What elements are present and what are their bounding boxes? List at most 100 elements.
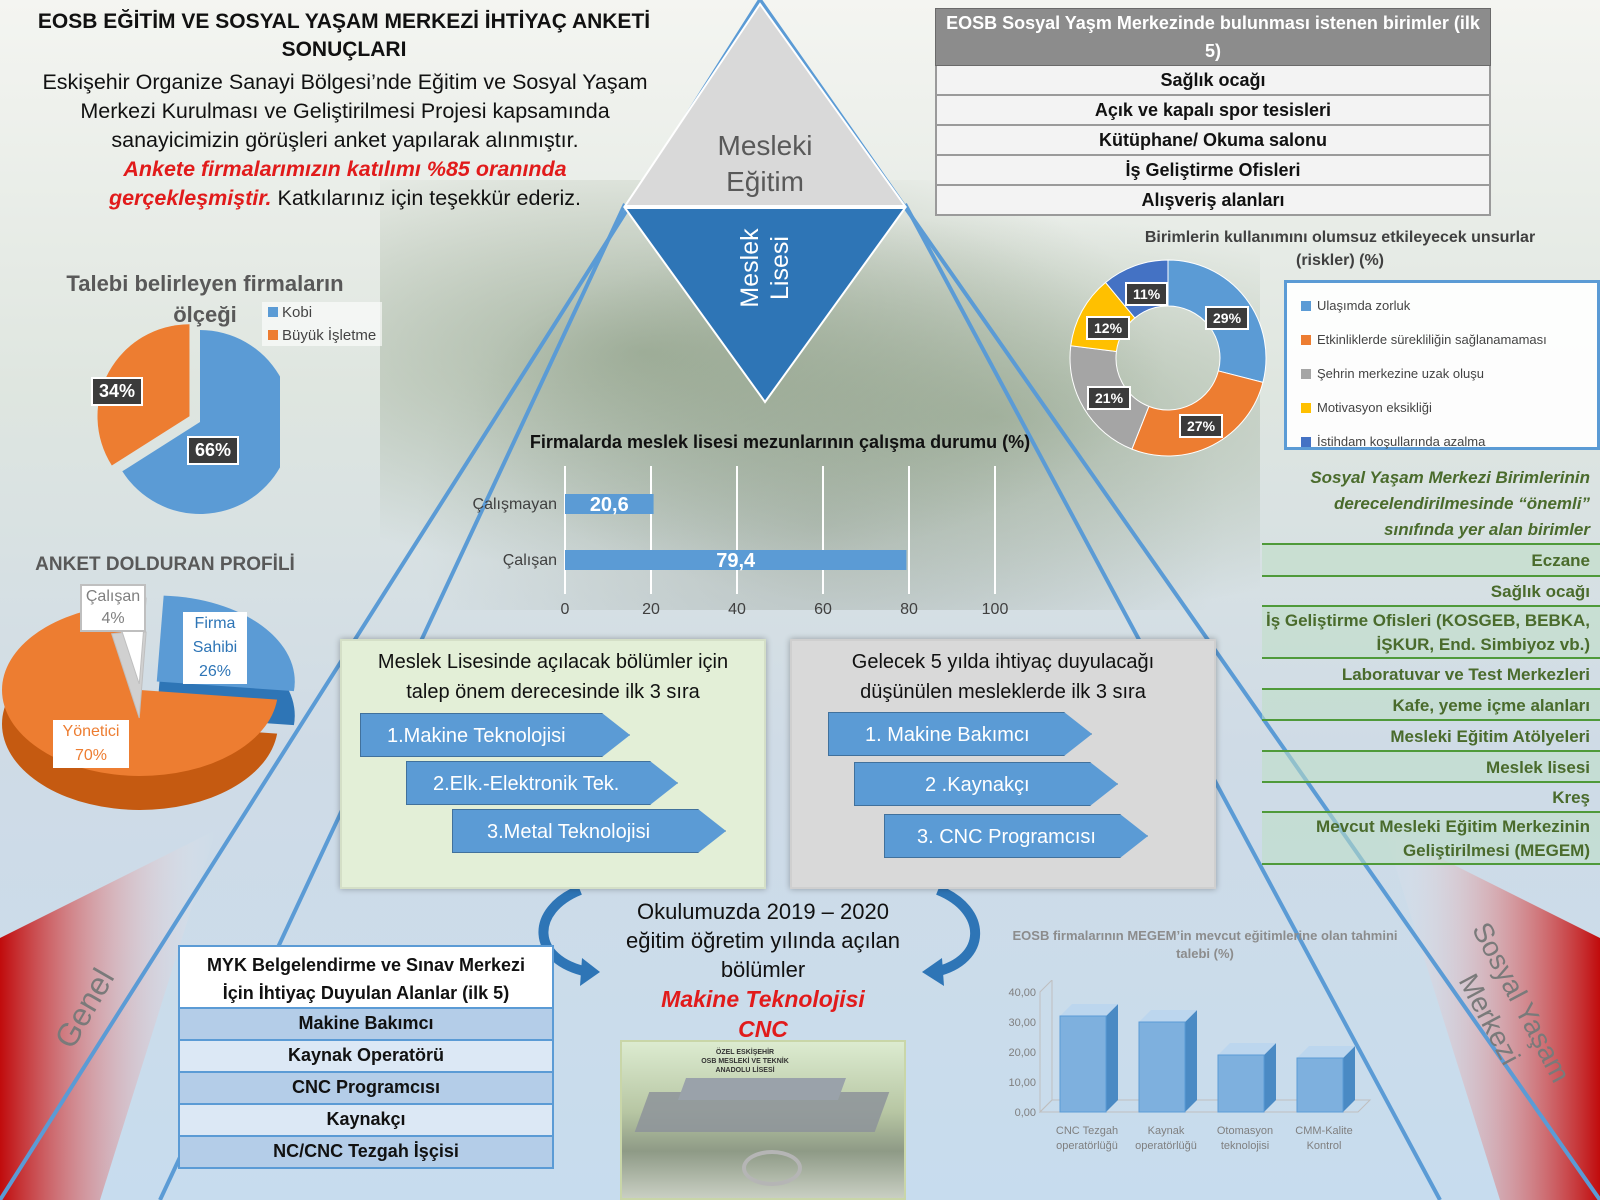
firm-scale-title: Talebi belirleyen firmaların ölçeği	[66, 271, 344, 327]
thanks-text: Katkılarınız için teşekkür ederiz.	[271, 186, 582, 210]
legend-swatch-kobi	[268, 307, 278, 317]
donut-label-27: 27%	[1179, 414, 1224, 438]
legend-swatch-buyuk	[268, 330, 278, 340]
table-row: Alışveriş alanları	[935, 186, 1491, 216]
category-label: operatörlüğü	[1056, 1140, 1118, 1152]
bar-0	[1059, 1015, 1107, 1113]
list-item: Eczane	[1262, 545, 1600, 577]
firm-scale-pie	[97, 324, 280, 514]
donut-label-29: 29%	[1205, 306, 1250, 330]
pie-slice-1	[97, 324, 190, 466]
mesleki-label: Mesleki	[717, 130, 813, 161]
list-item: Kreş	[1262, 783, 1600, 813]
table-row: Açık ve kapalı spor tesisleri	[935, 96, 1491, 126]
meslek-lisesi-label: Meslek Lisesi	[736, 228, 794, 308]
profile-pie	[2, 595, 295, 810]
list-item: Meslek lisesi	[1262, 752, 1600, 783]
category-label: Çalışmayan	[473, 496, 557, 513]
intro-text: Eskişehir Organize Sanayi Bölgesi’nde Eğ…	[0, 68, 690, 213]
y-tick-label: 10,00	[1008, 1077, 1036, 1089]
bar-top-1	[1139, 1010, 1197, 1022]
meslek-item-3: 3. CNC Programcısı	[884, 814, 1148, 858]
cnc-text: CNC	[738, 1016, 788, 1042]
donut-label-21: 21%	[1087, 386, 1132, 410]
pie-slice-0	[122, 330, 280, 514]
meslek-item-2: 2 .Kaynakçı	[854, 762, 1118, 806]
x-tick-label: 100	[982, 601, 1009, 618]
category-label: Otomasyon	[1217, 1125, 1273, 1137]
bar-value-label: 20,6	[590, 494, 629, 516]
table-row: Kaynakçı	[178, 1105, 554, 1137]
bolum-item-1: 1.Makine Teknolojisi	[360, 713, 630, 757]
table-row: Sağlık ocağı	[935, 66, 1491, 96]
list-item: Laboratuvar ve Test Merkezleri	[1262, 659, 1600, 690]
category-label: Kaynak	[1148, 1125, 1185, 1137]
egitim-label: Eğitim	[726, 166, 804, 197]
category-label: operatörlüğü	[1135, 1140, 1197, 1152]
table-row: Kaynak Operatörü	[178, 1041, 554, 1073]
x-tick-label: 80	[900, 601, 918, 618]
list-item: İş Geliştirme Ofisleri (KOSGEB, BEBKA,İŞ…	[1262, 607, 1600, 659]
onemli-head: Sosyal Yaşam Merkezi Birimlerinin derece…	[1262, 465, 1600, 545]
bar-top-2	[1218, 1043, 1276, 1055]
x-tick-label: 0	[561, 601, 570, 618]
left-red-wedge	[0, 830, 216, 1200]
donut-slice-1	[1131, 370, 1264, 457]
right-curved-arrow	[933, 885, 980, 977]
left-curved-arrow	[538, 885, 590, 977]
bar-side-0	[1106, 1004, 1118, 1112]
x-tick-label: 60	[814, 601, 832, 618]
meslek-lisesi-triangle	[623, 207, 907, 404]
y-tick-label: 30,00	[1008, 1017, 1036, 1029]
x-tick-label: 20	[642, 601, 660, 618]
bolum-item-3: 3.Metal Teknolojisi	[452, 809, 726, 853]
bar-1	[565, 550, 907, 570]
table-row: Kütüphane/ Okuma salonu	[935, 126, 1491, 156]
category-label: Kontrol	[1307, 1140, 1342, 1152]
participation-text: Ankete firmalarımızın katılımı %85 oranı…	[123, 157, 567, 181]
mesleki-egitim-triangle	[623, 2, 907, 207]
pie1-label-kobi: 66%	[187, 436, 240, 465]
table-row: Makine Bakımcı	[178, 1009, 554, 1041]
table-row: NC/CNC Tezgah İşçisi	[178, 1137, 554, 1169]
table-row: CNC Programcısı	[178, 1073, 554, 1105]
category-label: teknolojisi	[1221, 1140, 1269, 1152]
makine-teknolojisi-text: Makine Teknolojisi	[661, 986, 865, 1012]
list-item: Kafe, yeme içme alanları	[1262, 690, 1600, 721]
bar-top-3	[1297, 1046, 1355, 1058]
donut-label-11: 11%	[1125, 282, 1169, 306]
pie1-label-buyuk: 34%	[91, 377, 144, 406]
bar-0	[565, 494, 654, 514]
risk-title: Birimlerin kullanımını olumsuz etkileyec…	[1144, 229, 1536, 269]
risk-legend: Ulaşımda zorluk Etkinliklerde sürekliliğ…	[1284, 280, 1600, 450]
bar-top-0	[1060, 1004, 1118, 1016]
list-item: Mesleki Eğitim Atölyeleri	[1262, 721, 1600, 752]
page-title: EOSB EĞİTİM VE SOSYAL YAŞAM MERKEZİ İHTİ…	[37, 10, 651, 61]
donut-label-12: 12%	[1086, 316, 1131, 340]
list-item: Sağlık ocağı	[1262, 577, 1600, 607]
mesleki-egitim-label: Mesleki Eğitim	[690, 128, 840, 200]
y-tick-label: 20,00	[1008, 1047, 1036, 1059]
category-label: CMM-Kalite	[1295, 1125, 1352, 1137]
bar-value-label: 79,4	[716, 550, 756, 572]
y-tick-label: 0,00	[1015, 1107, 1036, 1119]
megem-chart-title: EOSB firmalarının MEGEM’in mevcut eğitim…	[1012, 928, 1398, 961]
birimler-title: EOSB Sosyal Yaşm Merkezinde bulunması is…	[935, 8, 1491, 66]
bar-2	[1217, 1054, 1265, 1113]
